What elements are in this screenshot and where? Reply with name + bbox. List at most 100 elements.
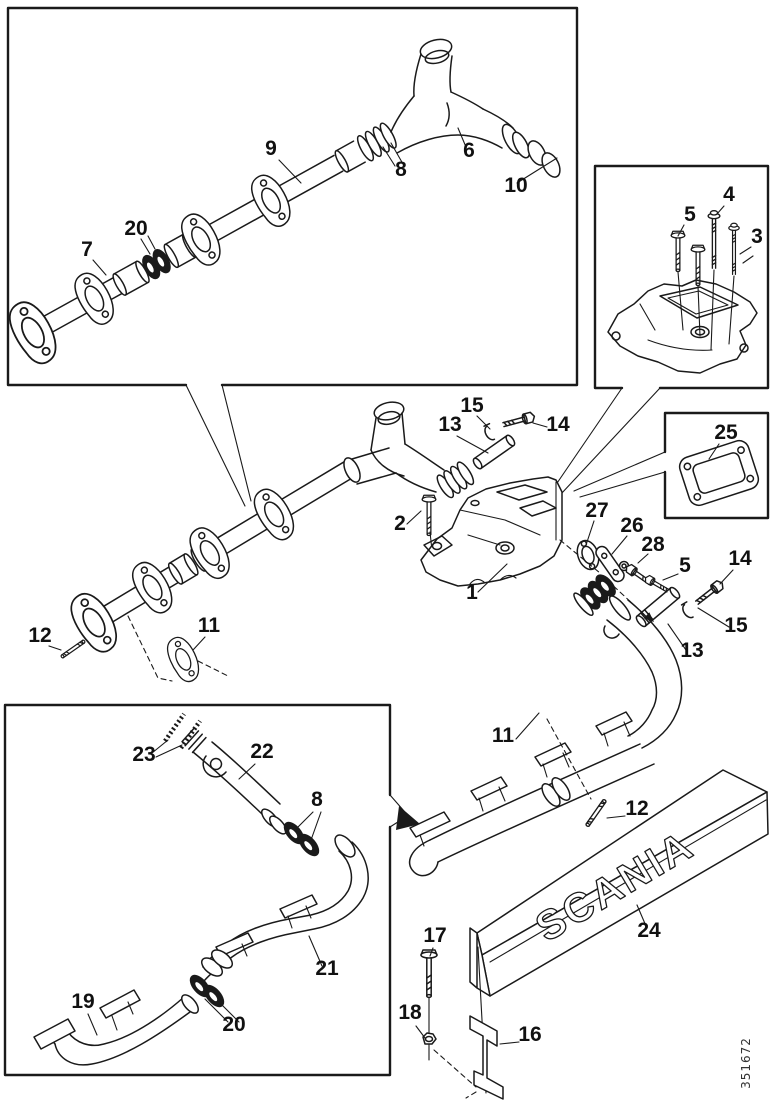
y-leader-lines [406, 415, 548, 525]
inset-a-frame [6, 6, 579, 387]
clamp-15-right [678, 600, 697, 621]
callout-15-right: 15 [724, 614, 748, 637]
inset-a-pointer [185, 384, 252, 507]
callout-12-lower: 12 [625, 797, 648, 820]
bracket-bolt-2 [421, 494, 437, 537]
inset-b-pointer [552, 387, 661, 495]
callout-20: 20 [124, 217, 147, 240]
figure-code: 351672 [739, 1037, 753, 1089]
manifold-gasket-11 [161, 632, 206, 687]
left-leader-lines [48, 636, 206, 651]
callout-25: 25 [714, 421, 738, 444]
inset-d-leader-lines [87, 739, 323, 1036]
callout-1: 1 [466, 581, 478, 604]
callout-10: 10 [504, 174, 527, 197]
callout-23: 23 [132, 743, 155, 766]
nut-18 [422, 1032, 437, 1045]
callout-8: 8 [395, 158, 407, 181]
inset-bracket-view: 5 4 3 [552, 164, 770, 495]
callout-5: 5 [684, 203, 696, 226]
inset-a-leader-lines [92, 127, 558, 276]
callout-8-lower: 8 [311, 788, 323, 811]
bracket-stud-4 [707, 210, 721, 269]
heat-shield-assembly: SCANIA 24 17 18 16 [398, 769, 769, 1100]
shield-bracket-16 [469, 1015, 504, 1100]
callout-14-right: 14 [728, 547, 752, 570]
callout-13-right: 13 [680, 639, 703, 662]
inset-gasket-view: 25 [573, 411, 770, 520]
callout-5-main: 5 [679, 554, 691, 577]
main-upper-manifold: 12 11 [28, 460, 356, 687]
bracket-bolt-5a [670, 230, 686, 273]
bracket-stud-3 [728, 222, 740, 275]
callout-24: 24 [637, 919, 661, 942]
main-y-pipe-assembly: 15 13 14 2 [343, 394, 570, 570]
main-elbow-assembly: 14 15 13 [573, 547, 752, 749]
elbow-pipe-21 [200, 834, 369, 982]
callout-28: 28 [641, 533, 665, 556]
heat-shield-end-fold [469, 927, 491, 997]
lower-leader-lines [515, 712, 626, 819]
clamp-15 [481, 422, 499, 443]
connector-sleeve-13 [472, 434, 516, 470]
y-junction-pipe [390, 38, 531, 159]
inset-c-pointer [573, 451, 666, 498]
manifold-stud-12-right [584, 798, 608, 828]
connector-sleeve-13-right [635, 586, 681, 628]
callout-26: 26 [620, 514, 643, 537]
bracket-leader-lines [477, 520, 679, 593]
bracket-16-dashes [433, 1049, 477, 1099]
clamp-bolt-14 [501, 410, 537, 431]
callout-18: 18 [398, 1001, 422, 1024]
inset-upper-pipe-view: 9 8 6 10 20 7 [1, 6, 579, 507]
inset-b-leader-lines [677, 205, 754, 264]
callout-16: 16 [518, 1023, 541, 1046]
axis-arrowhead [643, 612, 654, 622]
shield-bolt-17 [420, 949, 438, 999]
callout-27: 27 [585, 499, 608, 522]
gasket-projection-dashes [127, 615, 229, 682]
callout-7: 7 [81, 238, 93, 261]
callout-6: 6 [463, 139, 475, 162]
elbow-coupling-rings [573, 571, 620, 616]
sealing-rings [527, 140, 561, 178]
exhaust-bracket-1 [420, 476, 563, 587]
callout-19: 19 [71, 990, 94, 1013]
callout-2: 2 [394, 512, 406, 535]
right-leader-lines [667, 569, 734, 651]
inset-d-arrowhead [396, 806, 420, 830]
manifold-stud-12 [59, 639, 87, 659]
front-exhaust-pipe-exploded [1, 38, 561, 371]
callout-12-left: 12 [28, 624, 51, 647]
inset-b-frame [593, 164, 770, 390]
y-pipe-outlet-ribs [436, 461, 475, 499]
manifold-pipe-19 [33, 989, 199, 1066]
manifold-pads [409, 711, 633, 847]
stud-pins-23 [163, 712, 202, 750]
main-bracket-assembly: 1 27 26 28 5 [420, 476, 691, 622]
callout-20-lower: 20 [222, 1013, 245, 1036]
callout-11-lower: 11 [492, 724, 515, 747]
callout-9: 9 [265, 137, 277, 160]
stud-projection-dash [546, 718, 592, 800]
shield-leader-lines [415, 904, 647, 1045]
callout-21: 21 [315, 957, 339, 980]
inset-d-frame [3, 703, 392, 1077]
bracket-bolt-5b [690, 244, 706, 287]
diagram-root: 9 8 6 10 20 7 5 4 3 [1, 6, 770, 1100]
callout-15-top: 15 [460, 394, 484, 417]
bolt-axis-lines [677, 269, 735, 351]
link-plate-26 [595, 545, 625, 583]
callout-14-top: 14 [546, 413, 570, 436]
main-lower-manifold: 11 12 [409, 711, 655, 877]
inset-c-frame [663, 411, 770, 520]
callout-4: 4 [723, 183, 735, 206]
callout-3: 3 [751, 225, 763, 248]
inset-c-leader [708, 443, 720, 460]
callout-17: 17 [423, 924, 446, 947]
callout-13-top: 13 [438, 413, 461, 436]
callout-11-left: 11 [198, 614, 221, 637]
inset-lower-pipes-view: 23 22 8 21 20 19 [3, 703, 420, 1077]
